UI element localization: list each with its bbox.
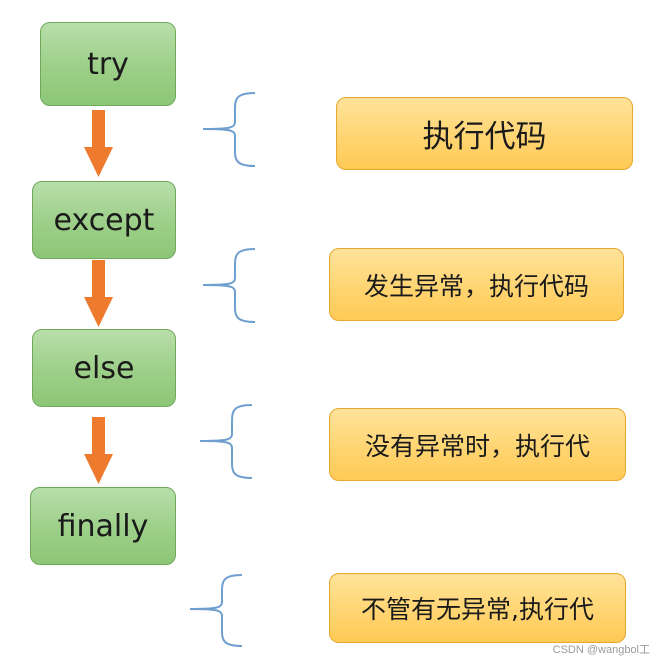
step-finally: finally [30,487,176,565]
step-finally-label: finally [57,508,149,544]
step-try-label: try [87,46,129,82]
note-else-text: 没有异常时，执行代 [364,431,590,461]
step-except-label: except [53,202,155,238]
note-finally-text: 不管有无异常,执行代 [361,595,594,624]
brace-2 [202,248,256,323]
note-finally: 不管有无异常,执行代 [329,573,626,643]
note-try: 执行代码 [336,97,633,170]
step-else-label: else [73,350,135,386]
arrow-else-to-finally [84,417,113,484]
brace-1 [202,92,256,167]
note-try-text: 执行代码 [422,119,547,155]
arrow-except-to-else [84,260,113,327]
arrow-try-to-except [84,110,113,177]
note-except: 发生异常，执行代码 [329,248,624,321]
note-except-text: 发生异常，执行代码 [363,271,589,301]
step-try: try [40,22,176,106]
step-except: except [32,181,176,259]
step-else: else [32,329,176,407]
brace-4 [189,574,243,647]
watermark: CSDN @wangbol工 [552,644,650,656]
brace-3 [199,404,253,479]
note-else: 没有异常时，执行代 [329,408,626,481]
